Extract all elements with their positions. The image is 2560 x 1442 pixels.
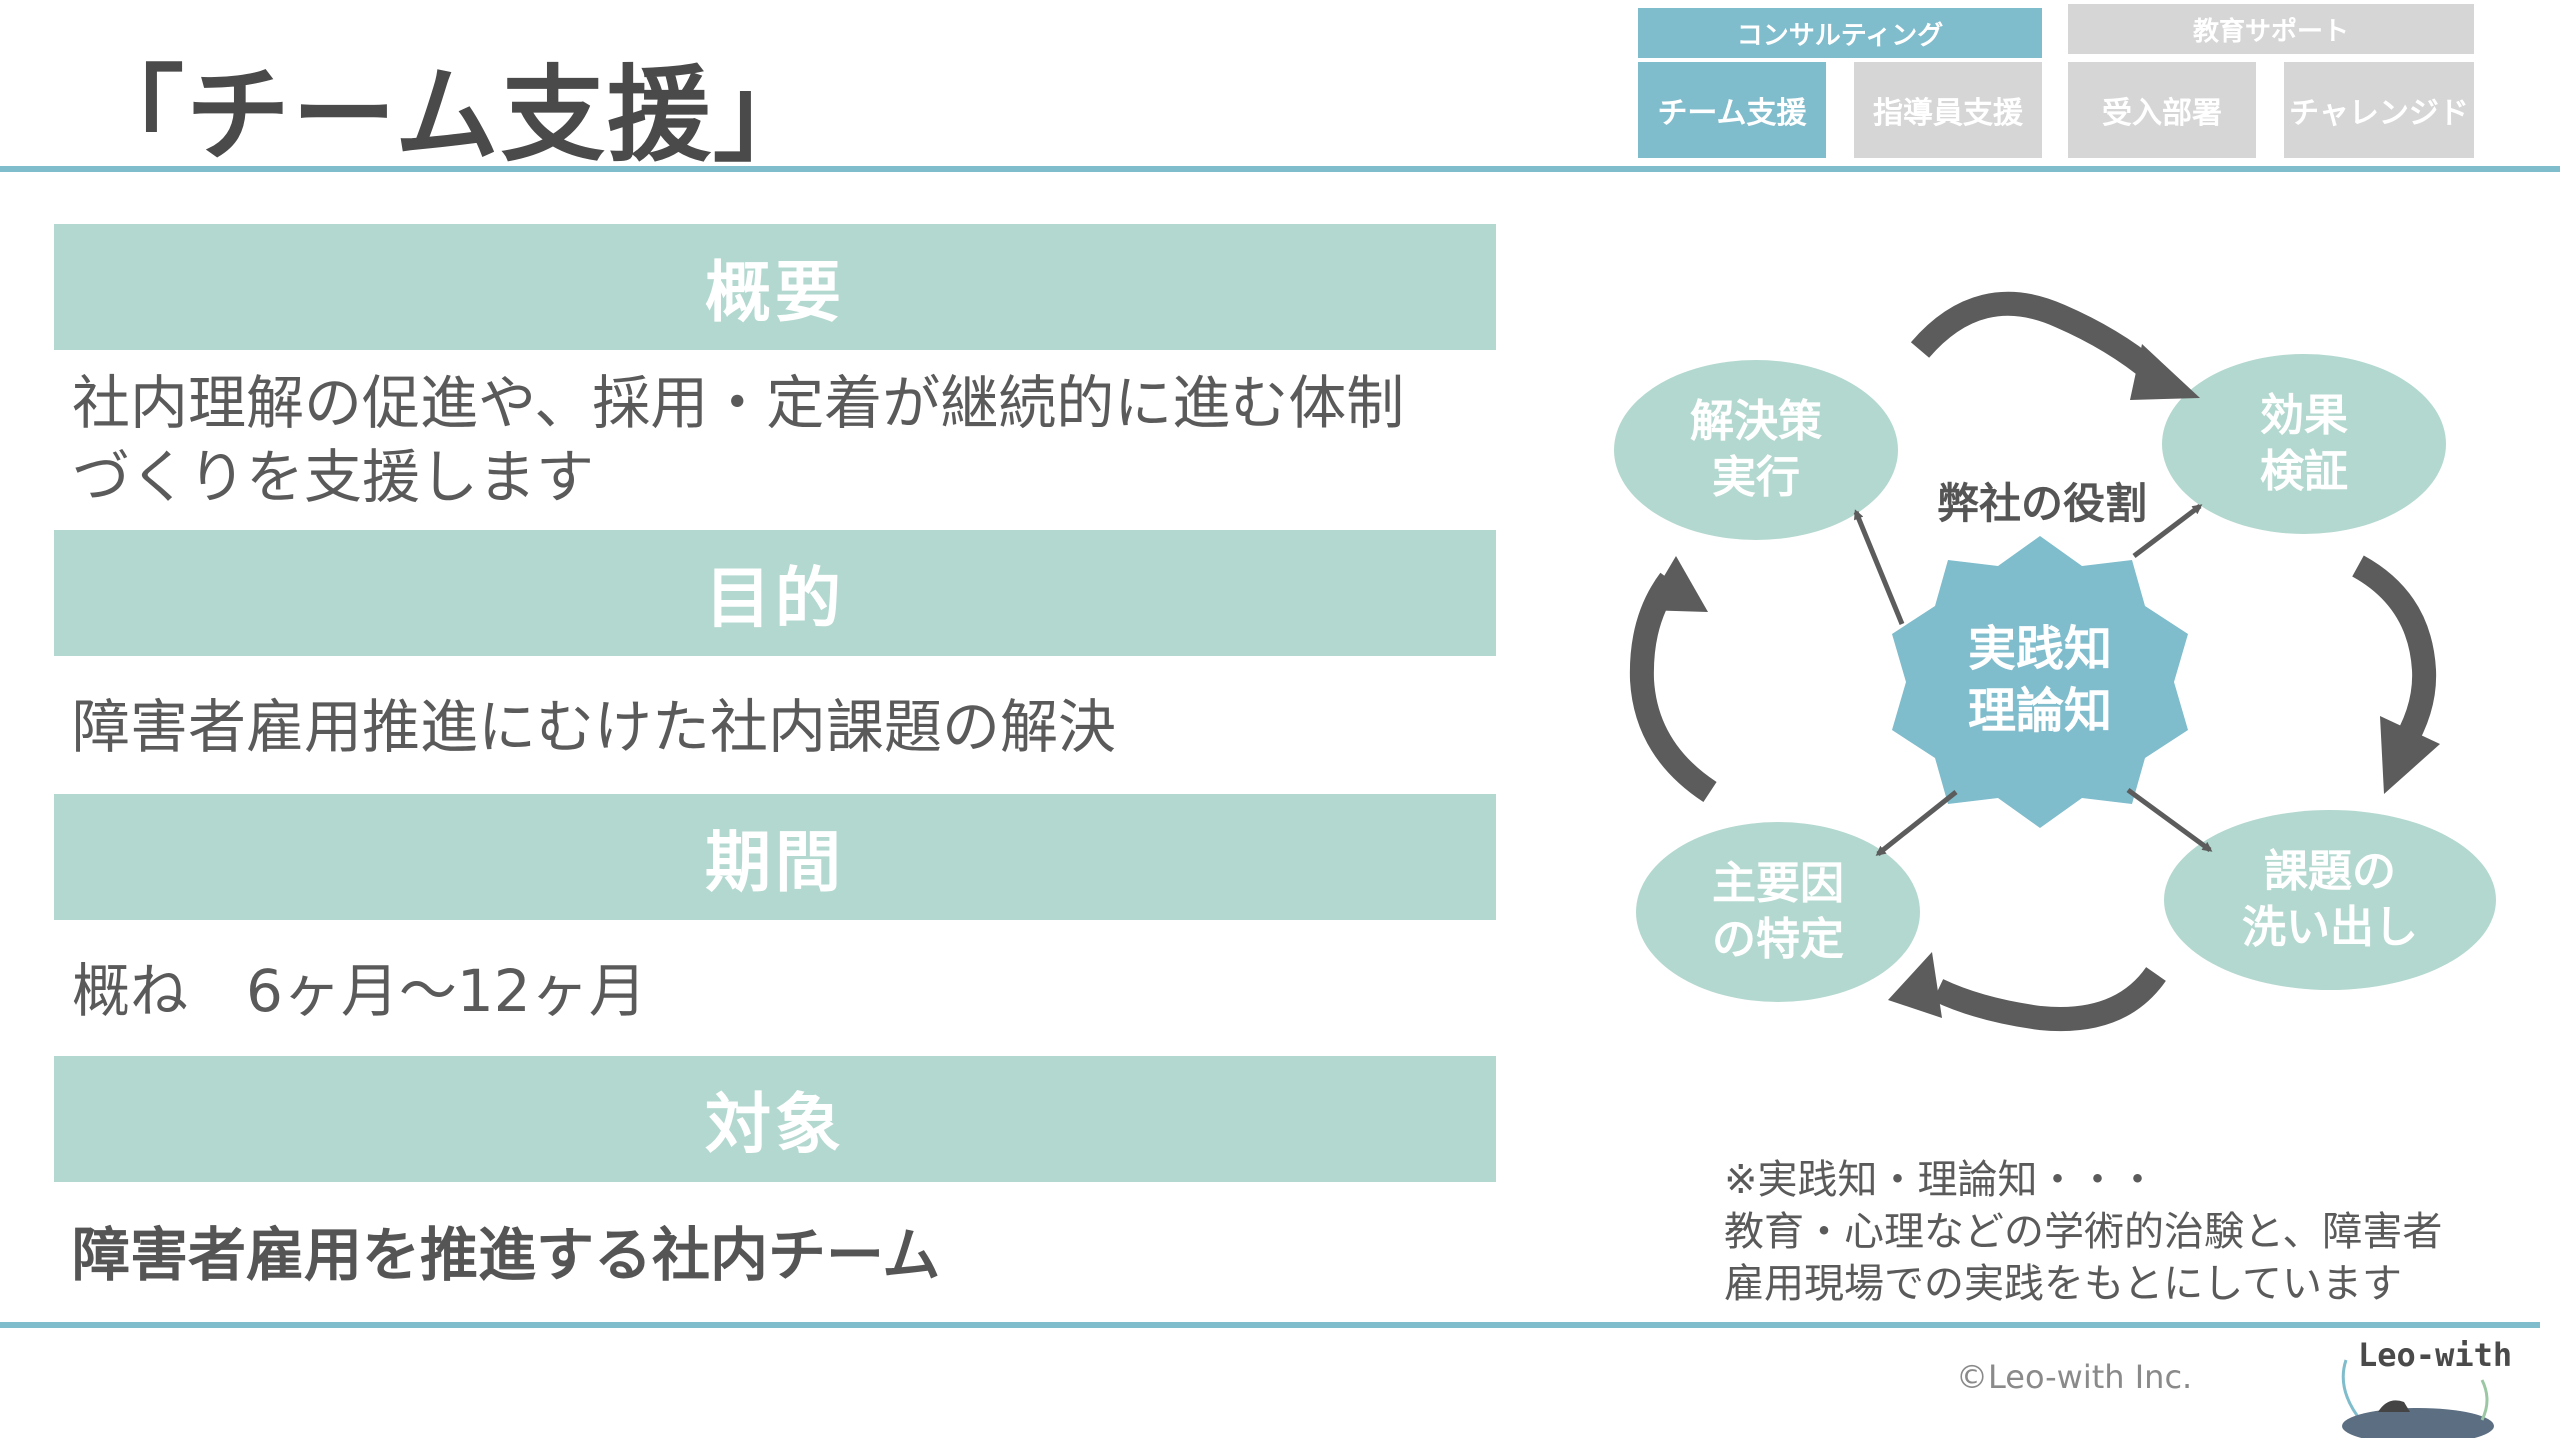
center-star: [1892, 536, 2188, 828]
cycle-diagram-graphics: [1614, 291, 2496, 1031]
footnote-line-2: 教育・心理などの学術的治験と、障害者: [1724, 1209, 2443, 1255]
role-cycle-diagram: 解決策実行 効果検証 課題の洗い出し 主要因の特定 実践知理論知 弊社の役割: [1560, 280, 2520, 1060]
logo-graphic: [2341, 1359, 2494, 1442]
node-effect-ellipse: [2162, 354, 2446, 534]
node-cause-label: 主要因の特定: [1712, 858, 1844, 965]
node-solution-label: 解決策実行: [1690, 396, 1822, 503]
cycle-arrow-top: [1910, 291, 2200, 400]
logo-text: Leo-with: [2358, 1336, 2513, 1374]
section-heading-overview: 概要: [54, 224, 1496, 350]
nav-group-consulting: コンサルティング: [1638, 8, 2042, 58]
node-issues-ellipse: [2164, 810, 2496, 990]
nav-button-challenged[interactable]: チャレンジド: [2284, 62, 2474, 158]
overview-line-2: づくりを支援します: [72, 443, 595, 511]
page-title: 「チーム支援」: [80, 54, 819, 176]
overview-line-1: 社内理解の促進や、採用・定着が継続的に進む体制: [72, 369, 1405, 437]
arrow-to-issues: [2126, 787, 2213, 853]
nav-button-receiving-department[interactable]: 受入部署: [2068, 62, 2256, 158]
cycle-arrow-right: [2351, 555, 2440, 794]
arrow-to-effect: [2132, 504, 2203, 558]
section-heading-target: 対象: [54, 1056, 1496, 1182]
section-body-target: 障害者雇用を推進する社内チーム: [72, 1221, 941, 1289]
copyright-text: ©Leo-with Inc.: [1956, 1358, 2193, 1396]
center-label: 実践知理論知: [1967, 621, 2112, 739]
arrow-to-solution: [1853, 509, 1905, 625]
nav-group-education: 教育サポート: [2068, 4, 2474, 54]
role-label: 弊社の役割: [1936, 479, 2147, 528]
section-body-overview: 社内理解の促進や、採用・定着が継続的に進む体制 づくりを支援します: [72, 366, 1404, 514]
node-effect-label: 効果検証: [2260, 390, 2348, 497]
cycle-arrow-bottom: [1888, 952, 2166, 1031]
node-cause-ellipse: [1636, 822, 1920, 1002]
section-heading-period: 期間: [54, 794, 1496, 920]
node-issues-label: 課題の洗い出し: [2242, 846, 2418, 953]
arrow-to-cause: [1875, 790, 1958, 856]
nav-button-team-support[interactable]: チーム支援: [1638, 62, 1826, 158]
footnote-line-1: ※実践知・理論知・・・: [1724, 1157, 2158, 1203]
section-heading-purpose: 目的: [54, 530, 1496, 656]
section-body-period: 概ね 6ヶ月～12ヶ月: [72, 957, 647, 1025]
footer-divider: [0, 1322, 2540, 1328]
footnote: ※実践知・理論知・・・ 教育・心理などの学術的治験と、障害者 雇用現場での実践を…: [1724, 1154, 2442, 1310]
footnote-line-3: 雇用現場での実践をもとにしています: [1724, 1261, 2402, 1307]
company-logo: Leo-with: [2332, 1330, 2512, 1442]
section-body-purpose: 障害者雇用推進にむけた社内課題の解決: [72, 693, 1117, 761]
cycle-arrow-left: [1629, 556, 1717, 803]
node-solution-ellipse: [1614, 360, 1898, 540]
nav-button-instructor-support[interactable]: 指導員支援: [1854, 62, 2042, 158]
header-divider: [0, 166, 2560, 172]
